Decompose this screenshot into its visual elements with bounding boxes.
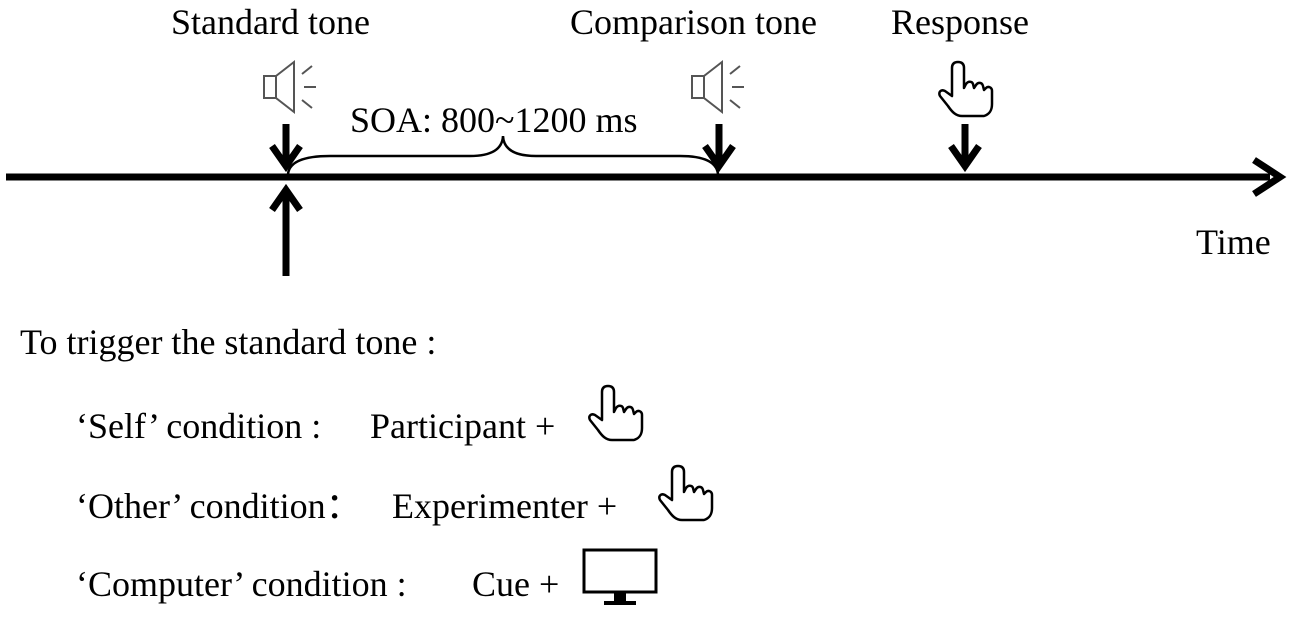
condition-name: ‘Other’ condition： xyxy=(76,486,362,526)
condition-row-computer: ‘Computer’ condition : Cue + xyxy=(76,548,676,616)
condition-row-self: ‘Self’ condition : Participant + xyxy=(76,384,676,458)
condition-name: ‘Self’ condition : xyxy=(76,406,322,446)
condition-row-other: ‘Other’ condition： Experimenter + xyxy=(76,464,736,538)
comparison-tone-down-arrow xyxy=(702,124,736,173)
standard-tone-down-arrow xyxy=(269,124,303,173)
speaker-icon xyxy=(691,59,744,115)
hand-pointer-icon xyxy=(658,464,714,522)
time-axis-label: Time xyxy=(1196,222,1271,262)
condition-agent: Participant + xyxy=(370,406,556,446)
timeline-diagram xyxy=(6,59,1287,276)
response-label: Response xyxy=(891,2,1029,42)
condition-agent: Experimenter + xyxy=(392,486,618,526)
speaker-icon xyxy=(263,59,316,115)
soa-brace xyxy=(286,135,720,175)
comparison-tone-label: Comparison tone xyxy=(570,2,817,42)
hand-pointer-icon xyxy=(588,384,644,442)
trigger-heading: To trigger the standard tone : xyxy=(20,322,437,362)
response-down-arrow xyxy=(948,124,982,173)
trigger-up-arrow xyxy=(269,183,303,276)
condition-agent: Cue + xyxy=(472,564,560,604)
time-axis-arrowhead xyxy=(1252,157,1287,197)
soa-label: SOA: 800~1200 ms xyxy=(350,100,638,140)
standard-tone-label: Standard tone xyxy=(171,2,370,42)
monitor-icon xyxy=(582,548,658,605)
condition-name: ‘Computer’ condition : xyxy=(76,564,407,604)
hand-pointer-icon xyxy=(938,60,994,118)
